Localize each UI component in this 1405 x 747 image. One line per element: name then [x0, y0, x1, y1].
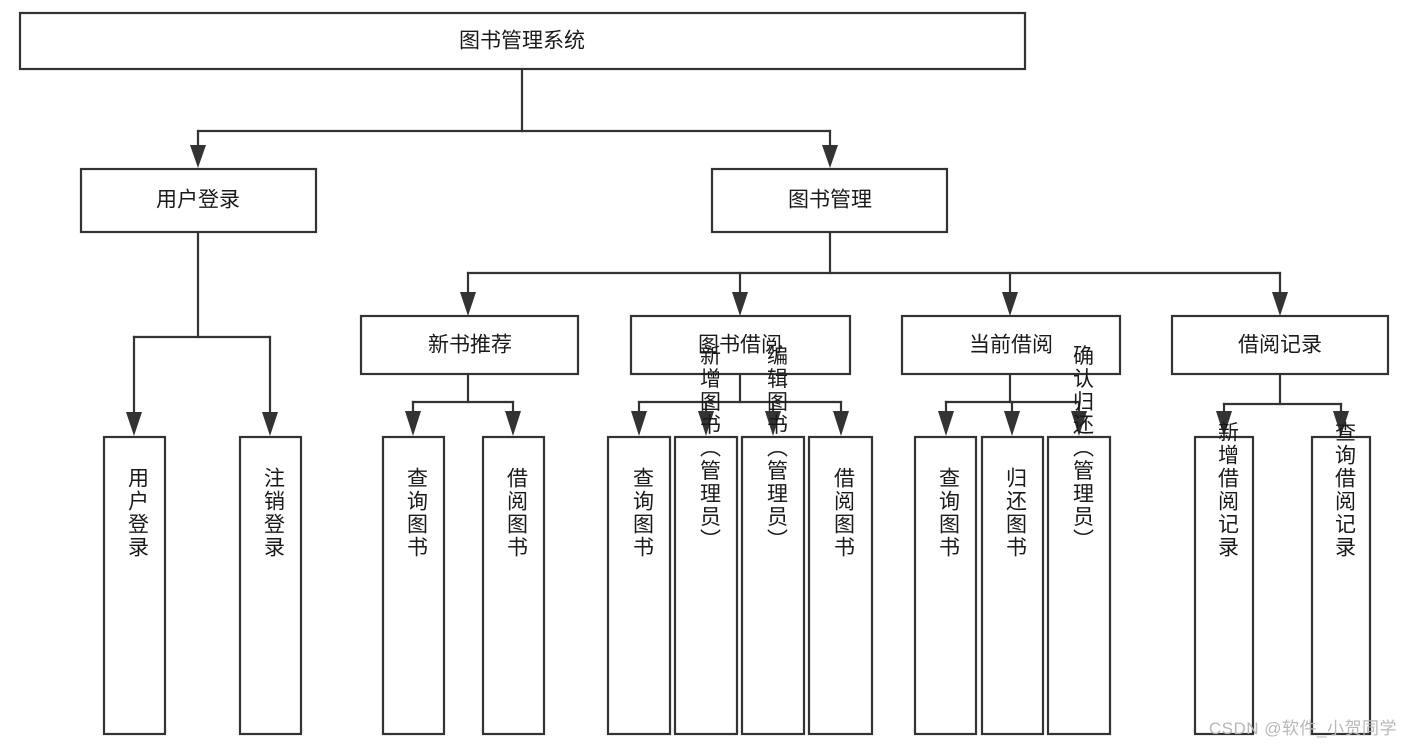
node-leaf-logout-login[interactable]: 注销登录	[238, 435, 303, 736]
node-root-label: 图书管理系统	[459, 30, 585, 53]
node-user-login-box[interactable]	[79, 167, 318, 234]
node-leaf-borrow-book-2[interactable]: 借阅图书	[807, 435, 874, 736]
arrow-to-leaf-query-book-1	[405, 411, 421, 436]
arrow-to-leaf-confirm-return	[1071, 411, 1087, 436]
node-leaf-borrow-book-1[interactable]: 借阅图书	[481, 435, 546, 736]
node-leaf-query-record-box[interactable]	[1310, 435, 1372, 736]
node-leaf-query-book-3-box[interactable]	[913, 435, 978, 736]
node-current-borrow-label: 当前借阅	[969, 334, 1053, 357]
node-leaf-query-book-3[interactable]: 查询图书	[913, 435, 978, 736]
arrow-to-leaf-edit-book	[765, 411, 781, 436]
node-user-login-label: 用户登录	[156, 189, 240, 212]
arrow-to-leaf-borrow-book-2	[833, 411, 849, 436]
node-leaf-borrow-book-2-label: 借阅图书	[832, 467, 856, 559]
arrow-to-leaf-logout-login	[262, 412, 278, 436]
node-root-box[interactable]	[18, 11, 1027, 71]
arrow-to-leaf-borrow-book-1	[505, 411, 521, 436]
node-leaf-user-login-label: 用户登录	[126, 467, 150, 559]
node-leaf-add-record-label: 新增借阅记录	[1216, 421, 1240, 559]
node-book-borrow-box[interactable]	[629, 314, 852, 376]
node-leaf-query-book-1[interactable]: 查询图书	[381, 435, 446, 736]
node-book-manage[interactable]: 图书管理	[710, 167, 949, 234]
arrow-to-leaf-user-login	[126, 412, 142, 436]
node-new-book-rec[interactable]: 新书推荐	[359, 314, 580, 376]
node-leaf-query-book-2-label: 查询图书	[631, 467, 655, 559]
arrow-to-book-manage	[822, 145, 838, 168]
node-user-login[interactable]: 用户登录	[79, 167, 318, 234]
node-new-book-rec-box[interactable]	[359, 314, 580, 376]
node-leaf-add-record-box[interactable]	[1193, 435, 1255, 736]
arrow-to-leaf-query-book-2	[631, 411, 647, 436]
node-leaf-logout-login-box[interactable]	[238, 435, 303, 736]
node-leaf-return-book[interactable]: 归还图书	[980, 435, 1045, 736]
arrow-to-book-borrow	[732, 292, 748, 316]
node-leaf-confirm-return-box[interactable]	[1046, 435, 1112, 736]
node-leaf-query-book-1-label: 查询图书	[405, 467, 429, 559]
node-leaf-user-login[interactable]: 用户登录	[102, 435, 167, 736]
node-borrow-record-box[interactable]	[1170, 314, 1390, 376]
node-leaf-query-book-1-box[interactable]	[381, 435, 446, 736]
node-new-book-rec-label: 新书推荐	[428, 334, 512, 357]
node-leaf-borrow-book-1-label: 借阅图书	[505, 467, 529, 559]
node-leaf-borrow-book-1-box[interactable]	[481, 435, 546, 736]
node-leaf-edit-book[interactable]: 编辑图书（管理员）	[740, 345, 806, 736]
node-leaf-query-book-3-label: 查询图书	[937, 467, 961, 559]
node-leaf-add-book-label: 新增图书（管理员）	[698, 345, 722, 552]
node-leaf-edit-book-box[interactable]	[740, 435, 806, 736]
arrow-to-new-book-rec	[460, 292, 476, 316]
node-leaf-logout-login-label: 注销登录	[262, 467, 286, 559]
node-leaf-query-record[interactable]: 查询借阅记录	[1310, 421, 1372, 736]
node-leaf-return-book-box[interactable]	[980, 435, 1045, 736]
node-book-borrow-label: 图书借阅	[698, 334, 782, 357]
node-leaf-query-record-label: 查询借阅记录	[1333, 421, 1357, 559]
node-leaf-add-book-box[interactable]	[673, 435, 739, 736]
arrow-to-borrow-record	[1272, 292, 1288, 316]
node-borrow-record-label: 借阅记录	[1238, 334, 1322, 357]
arrow-to-leaf-return-book	[1004, 411, 1020, 436]
arrow-to-current-borrow	[1002, 292, 1018, 316]
arrow-to-leaf-query-book-3	[938, 411, 954, 436]
node-leaf-return-book-label: 归还图书	[1004, 467, 1028, 559]
node-leaf-confirm-return[interactable]: 确认归还（管理员）	[1046, 345, 1112, 736]
node-current-borrow-box[interactable]	[900, 314, 1122, 376]
node-leaf-query-book-2[interactable]: 查询图书	[606, 435, 672, 736]
node-root[interactable]: 图书管理系统	[18, 11, 1027, 71]
node-borrow-record[interactable]: 借阅记录	[1170, 314, 1390, 376]
edges-layer	[126, 67, 1349, 436]
node-leaf-user-login-box[interactable]	[102, 435, 167, 736]
arrow-to-leaf-query-record	[1333, 411, 1349, 436]
node-book-manage-box[interactable]	[710, 167, 949, 234]
node-leaf-add-record[interactable]: 新增借阅记录	[1193, 421, 1255, 736]
arrow-to-user-login	[190, 145, 206, 168]
node-book-borrow[interactable]: 图书借阅	[629, 314, 852, 376]
node-leaf-add-book[interactable]: 新增图书（管理员）	[673, 345, 739, 736]
node-leaf-borrow-book-2-box[interactable]	[807, 435, 874, 736]
arrow-to-leaf-add-book	[698, 411, 714, 436]
node-current-borrow[interactable]: 当前借阅	[900, 314, 1122, 376]
node-leaf-query-book-2-box[interactable]	[606, 435, 672, 736]
node-leaf-edit-book-label: 编辑图书（管理员）	[765, 345, 789, 552]
node-leaf-confirm-return-label: 确认归还（管理员）	[1071, 345, 1095, 552]
node-book-manage-label: 图书管理	[788, 189, 872, 212]
arrow-to-leaf-add-record	[1216, 411, 1232, 436]
